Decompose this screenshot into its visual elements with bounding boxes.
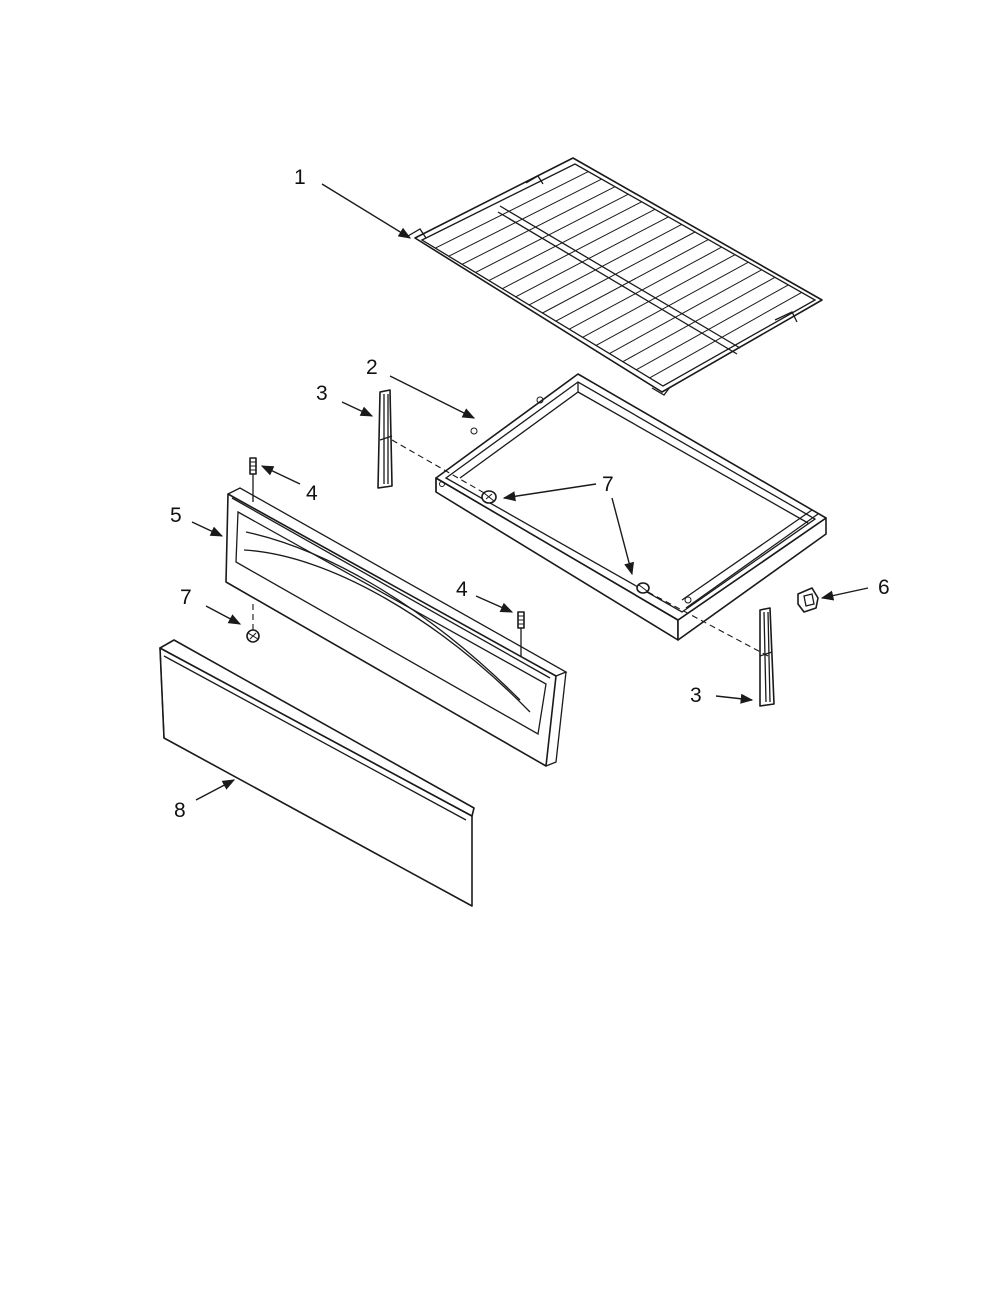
drawer-roller-center [481,490,497,504]
rack-wire [488,201,642,281]
rack-wire [448,178,602,257]
drawer-glide-right [759,607,775,707]
rack-wire [569,246,722,330]
drawer-clip [797,587,819,613]
rack-wire [542,231,696,314]
drawer-glide-left [377,389,393,489]
rack-wire [622,276,776,363]
drawer-panel [225,487,568,767]
drawer-roller-right [636,582,650,594]
rack-wire [609,269,762,354]
rack-wire [635,284,789,371]
callout-7-upper: 7 [602,473,614,496]
rack-wire [528,224,682,306]
callout-4-upper: 4 [306,482,318,505]
callout-4-lower: 4 [456,578,468,601]
rack-wire [582,254,736,338]
oven-rack [407,157,823,396]
rack-wire [555,239,709,322]
callout-7-lower: 7 [180,586,192,609]
screw-lower [517,611,525,656]
rack-wire [435,171,589,249]
callout-3-upper: 3 [316,382,328,405]
rack-wire [515,216,669,298]
callout-5: 5 [170,504,182,527]
callout-3-lower: 3 [690,684,702,707]
storage-drawer [435,373,827,641]
rack-wire [475,193,629,273]
callout-1: 1 [294,166,306,189]
assembly-lines [252,439,769,657]
callout-labels: 1 2 3 4 5 7 4 7 6 3 8 [170,166,890,822]
rack-wire [595,261,749,346]
rack-wire [502,208,656,290]
leader-lines [191,183,869,801]
screw-upper [249,457,257,502]
callout-6: 6 [878,576,890,599]
rack-wire [649,292,802,379]
drawer-front [159,639,475,907]
rack-wire [461,186,616,265]
callout-8: 8 [174,799,186,822]
callout-2: 2 [366,356,378,379]
drawer-roller-lower [246,629,260,643]
